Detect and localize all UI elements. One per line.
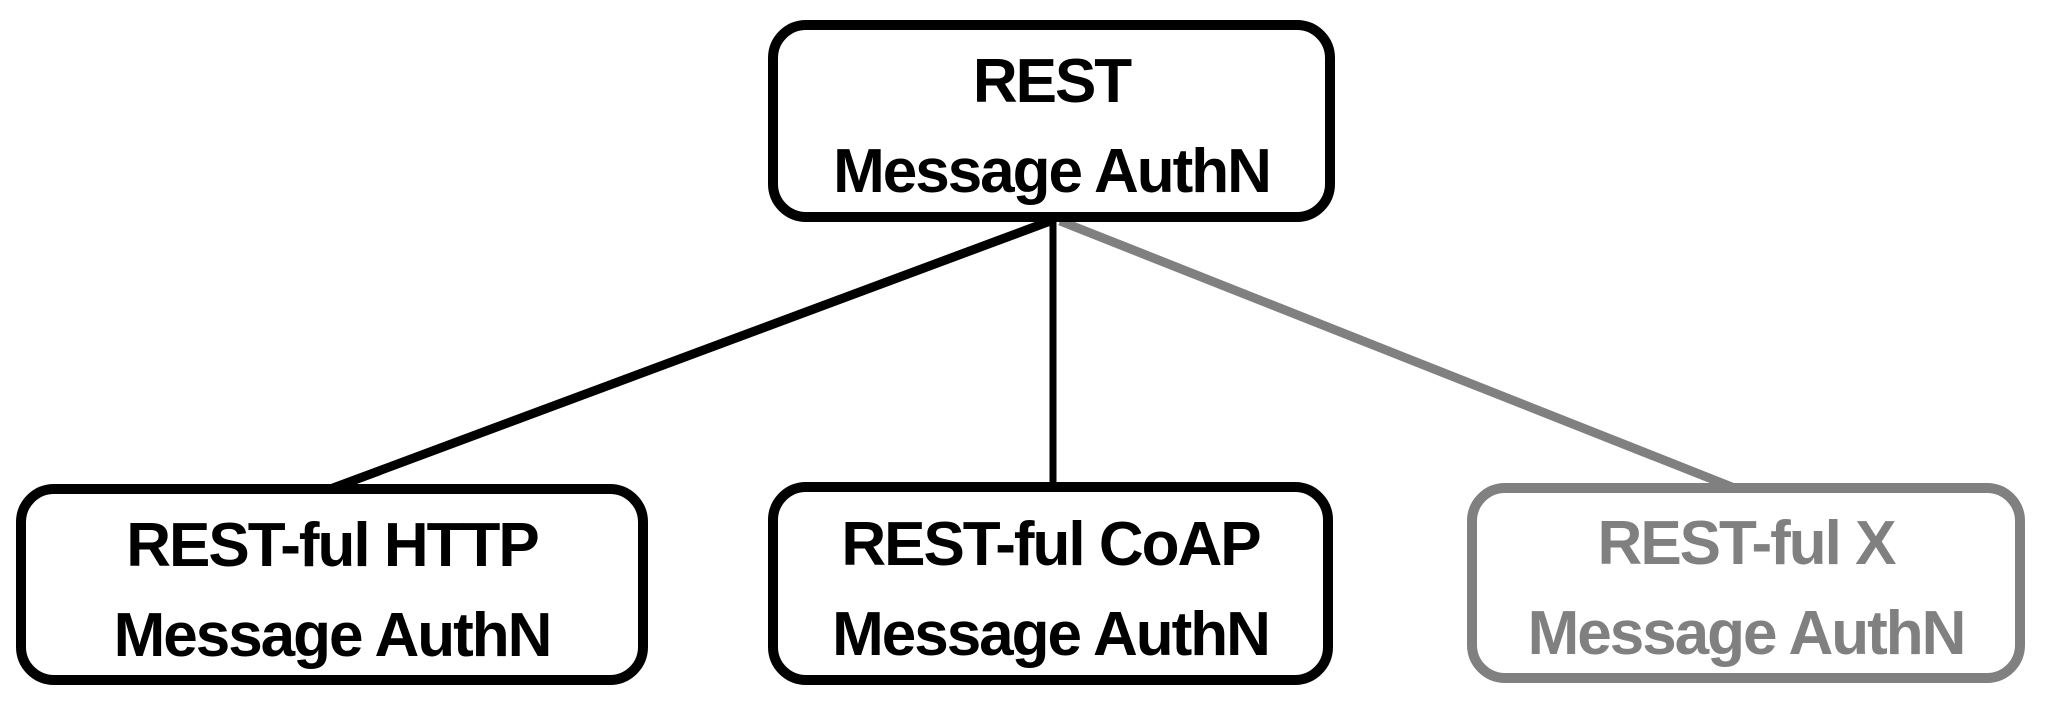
node-title: REST-ful HTTP <box>126 510 539 580</box>
node-restful-x-message-authn: REST-ful X Message AuthN <box>1467 483 2025 683</box>
edge-root-x <box>1058 216 1739 494</box>
node-subtitle: Message AuthN <box>833 137 1272 206</box>
node-subtitle: Message AuthN <box>1527 599 1967 668</box>
node-restful-http-message-authn: REST-ful HTTP Message AuthN <box>16 484 648 685</box>
node-subtitle: Message AuthN <box>113 600 553 670</box>
node-title: REST <box>972 47 1132 116</box>
node-subtitle: Message AuthN <box>832 599 1271 669</box>
node-title: REST-ful CoAP <box>841 509 1261 579</box>
node-rest-message-authn: REST Message AuthN <box>768 20 1335 222</box>
node-title: REST-ful X <box>1597 509 1897 578</box>
node-restful-coap-message-authn: REST-ful CoAP Message AuthN <box>768 482 1333 685</box>
edge-root-http <box>331 215 1055 493</box>
